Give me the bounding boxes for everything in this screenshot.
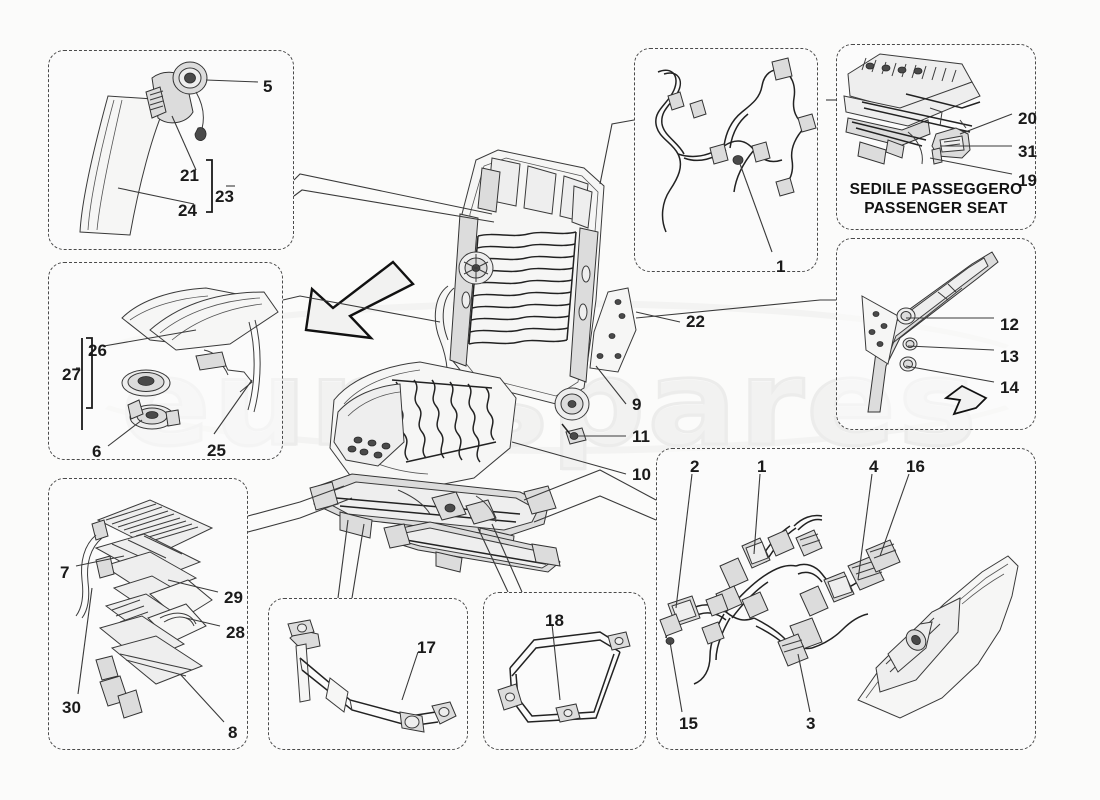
crossmember-art — [287, 619, 457, 733]
callout-5: 5 — [263, 77, 273, 96]
control-module-art — [75, 499, 214, 719]
callout-8: 8 — [228, 723, 238, 742]
callout-25: 25 — [207, 441, 226, 460]
callout-24: 24 — [178, 201, 197, 220]
callout-28: 28 — [226, 623, 245, 642]
callout-4: 4 — [869, 457, 879, 476]
callout-14: 14 — [1000, 378, 1019, 397]
callout-31: 31 — [1018, 142, 1037, 161]
callout-17: 17 — [417, 638, 436, 657]
caption-line-english: PASSENGER SEAT — [864, 199, 1008, 217]
callout-16: 16 — [906, 457, 925, 476]
seat-rails-art — [843, 53, 981, 165]
callout-1-upper: 1 — [776, 257, 786, 276]
callout-13: 13 — [1000, 347, 1019, 366]
callout-23: 23 — [215, 187, 234, 206]
callout-22: 22 — [686, 312, 705, 331]
recliner-arm-art — [861, 251, 999, 416]
callout-6: 6 — [92, 442, 102, 461]
callout-1-main: 1 — [757, 457, 767, 476]
callout-7: 7 — [60, 563, 70, 582]
callout-18: 18 — [545, 611, 564, 630]
center-seat-assembly — [309, 149, 637, 573]
callout-3: 3 — [806, 714, 816, 733]
callout-29: 29 — [224, 588, 243, 607]
callout-30: 30 — [62, 698, 81, 717]
callout-27: 27 — [62, 365, 81, 384]
callout-11: 11 — [632, 427, 650, 446]
callout-9: 9 — [632, 395, 642, 414]
caption-line-italian: SEDILE PASSEGGERO — [849, 181, 1023, 198]
callout-10: 10 — [632, 465, 651, 484]
passenger-seat-caption: SEDILE PASSEGGERO PASSENGER SEAT — [836, 181, 1036, 219]
callout-20: 20 — [1018, 109, 1037, 128]
wire-frame-art — [497, 631, 631, 723]
upper-harness-art — [655, 57, 817, 233]
headrest-art — [79, 61, 208, 236]
callout-12: 12 — [1000, 315, 1019, 334]
callout-19: 19 — [1018, 171, 1037, 190]
main-harness-art — [659, 514, 1019, 719]
callout-26: 26 — [88, 341, 107, 360]
callout-21: 21 — [180, 166, 199, 185]
callout-2: 2 — [690, 457, 700, 476]
callout-15: 15 — [679, 714, 698, 733]
